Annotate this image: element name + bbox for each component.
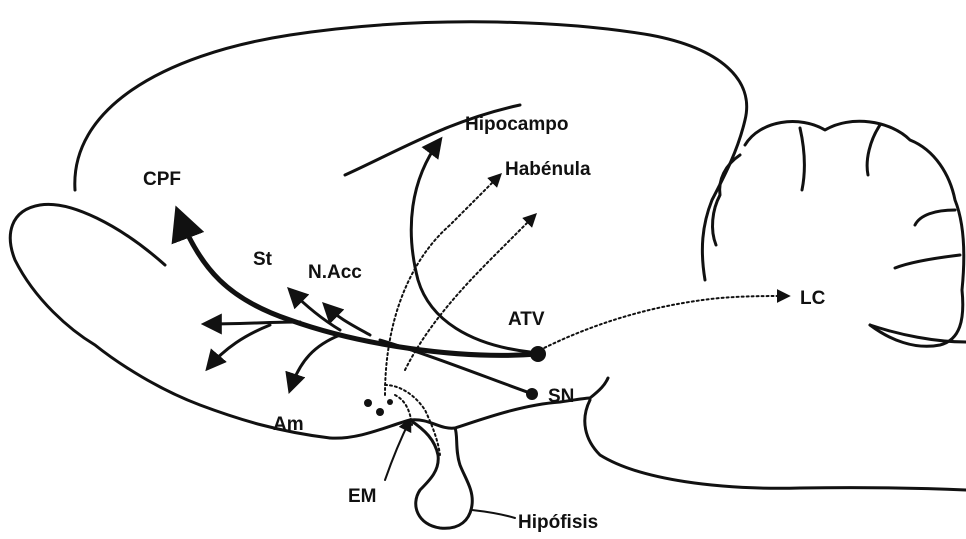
label-atv: ATV	[508, 309, 545, 330]
label-hipofisis: Hipófisis	[518, 512, 598, 533]
label-am: Am	[273, 414, 304, 435]
cerebellum-fold-2	[800, 128, 804, 190]
cerebellum-outline	[745, 121, 964, 346]
atv-nucleus	[530, 346, 546, 362]
pathway-to-cpf	[178, 212, 538, 355]
pathway-anterior	[205, 322, 300, 324]
brainstem-outline	[590, 378, 608, 398]
label-habenula: Habénula	[505, 159, 591, 180]
hypothalamic-nucleus-3	[387, 399, 393, 405]
label-sn: SN	[548, 386, 574, 407]
label-lc: LC	[800, 288, 826, 309]
cerebellum-fold-5	[895, 255, 960, 268]
cerebellum-fold-4	[915, 210, 955, 225]
pituitary-pointer	[472, 510, 515, 518]
em-pointer	[385, 420, 410, 480]
pathway-ventral-anterior	[208, 325, 270, 368]
label-em: EM	[348, 486, 377, 507]
brainstem-lower	[585, 400, 966, 490]
hypothalamic-nucleus-2	[376, 408, 384, 416]
label-cpf: CPF	[143, 169, 181, 190]
cerebellum-fold-1	[713, 155, 740, 245]
label-hipocampo: Hipocampo	[465, 114, 568, 135]
pathway-to-am	[290, 335, 340, 390]
label-nacc: N.Acc	[308, 262, 362, 283]
label-st: St	[253, 249, 273, 270]
pituitary-stalk-outline	[410, 420, 472, 528]
hypothalamic-nucleus-1	[364, 399, 372, 407]
sn-nucleus	[526, 388, 538, 400]
cerebellum-fold-3	[867, 125, 880, 175]
pathway-to-lc	[540, 296, 788, 350]
